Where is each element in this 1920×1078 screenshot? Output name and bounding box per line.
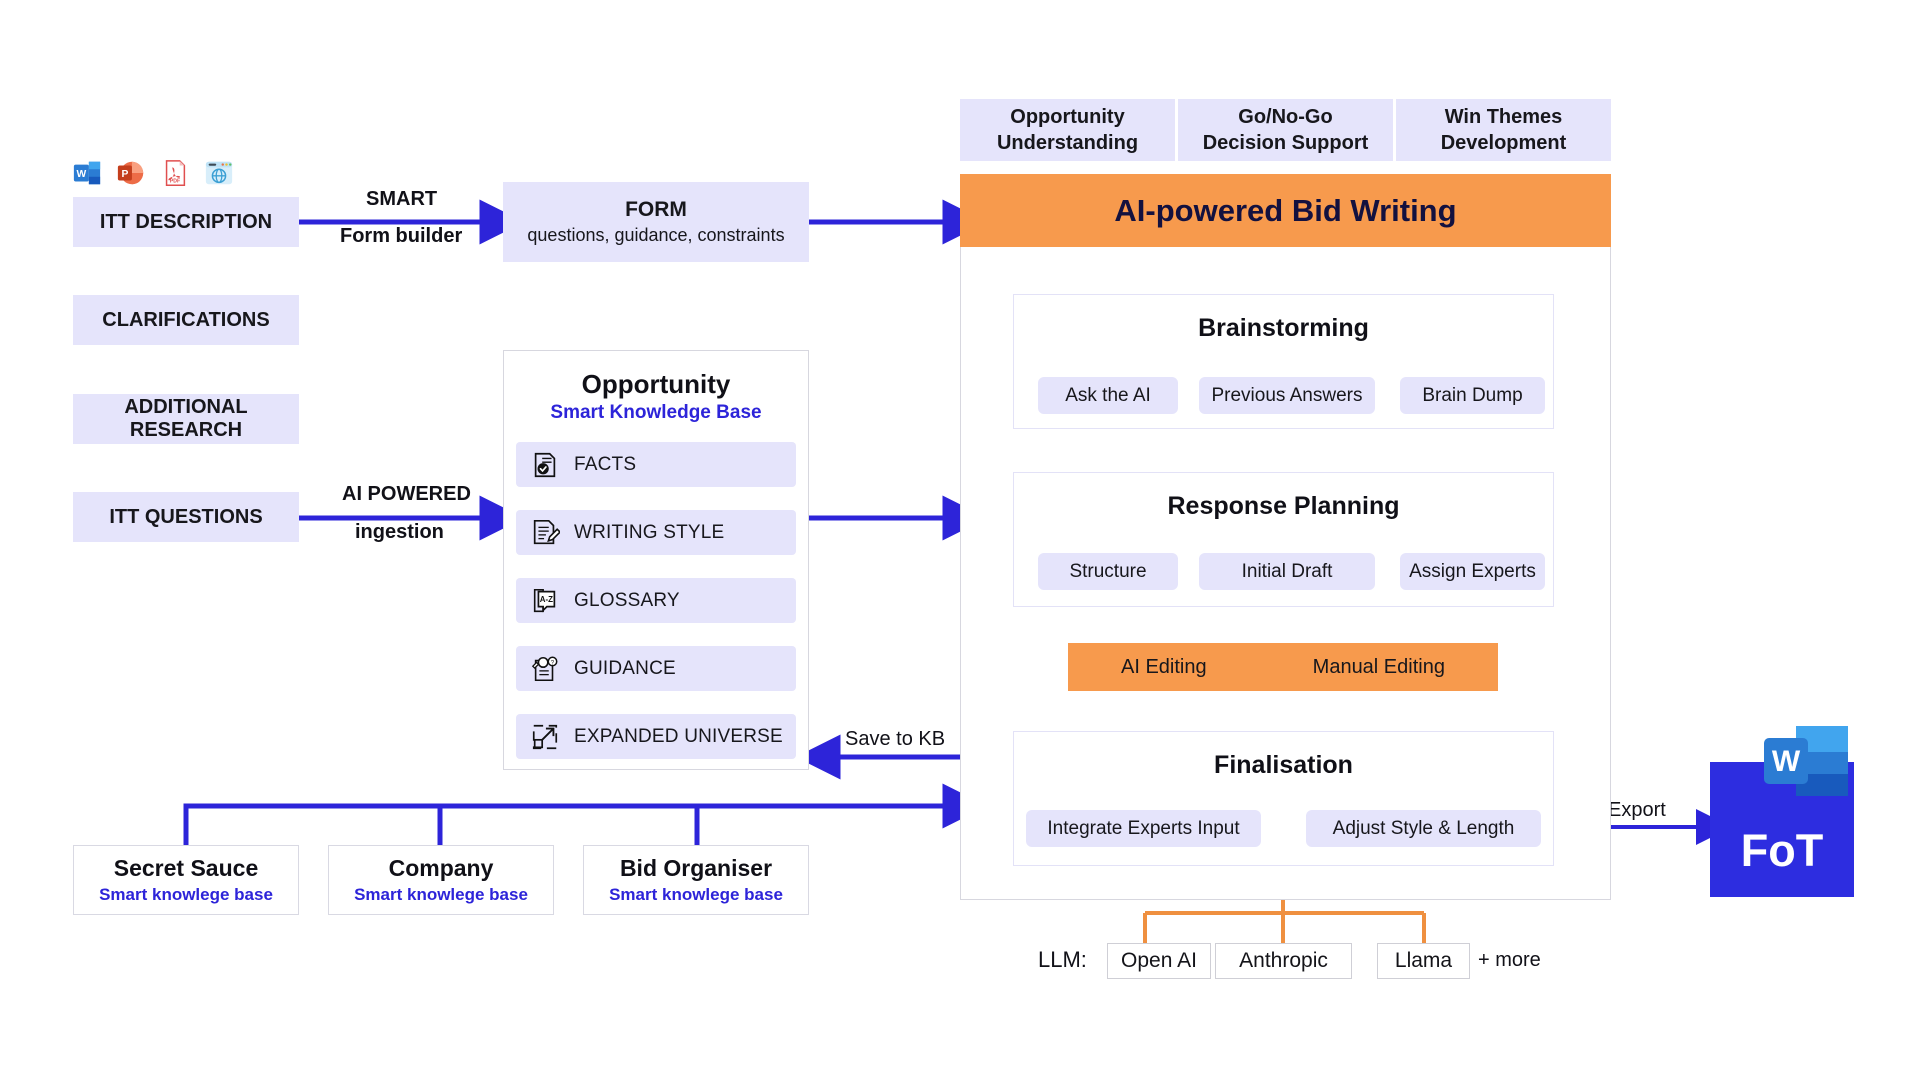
ai-powered-label: AI POWERED (342, 483, 471, 505)
opportunity-knowledge-base-panel: Opportunity Smart Knowledge Base (503, 350, 809, 770)
form-builder-label: Form builder (340, 225, 463, 247)
source-label: ITT QUESTIONS (109, 505, 263, 528)
powerpoint-icon: P (117, 161, 144, 185)
kb-row-facts[interactable]: FACTS (516, 442, 796, 487)
fot-label: FoT (1740, 825, 1824, 876)
bottom-kb-secret-sauce[interactable]: Secret Sauce Smart knowlege base (73, 845, 299, 915)
word-badge-icon: W (1764, 726, 1848, 796)
pill-label: Brain Dump (1422, 384, 1523, 406)
source-label: CLARIFICATIONS (102, 308, 270, 331)
tab-line-1: Opportunity (1010, 106, 1125, 128)
brainstorming-pill-previous-answers[interactable]: Previous Answers (1199, 377, 1375, 414)
source-file-icons: W P PDF (72, 158, 234, 188)
kb-row-writing-style[interactable]: WRITING STYLE (516, 510, 796, 555)
kb-row-label: WRITING STYLE (574, 521, 725, 543)
bottom-kb-subtitle: Smart knowlege base (354, 885, 528, 904)
svg-text:W: W (77, 169, 87, 180)
llm-option-label: Llama (1394, 949, 1453, 972)
response-planning-pill-initial-draft[interactable]: Initial Draft (1199, 553, 1375, 590)
tab-line-2: Development (1440, 132, 1567, 154)
kb-row-expanded-universe[interactable]: EXPANDED UNIVERSE (516, 714, 796, 759)
llm-option-open-ai[interactable]: Open AI (1107, 943, 1211, 979)
response-planning-pill-structure[interactable]: Structure (1038, 553, 1178, 590)
tab-go-no-go-decision-support[interactable]: Go/No-Go Decision Support (1178, 99, 1393, 161)
kb-row-label: EXPANDED UNIVERSE (574, 725, 783, 747)
bottom-kb-subtitle: Smart knowlege base (99, 885, 273, 904)
manual-editing-label[interactable]: Manual Editing (1312, 655, 1445, 678)
bottom-kb-subtitle: Smart knowlege base (609, 885, 783, 904)
tab-line-2: Understanding (996, 132, 1139, 154)
source-additional-research[interactable]: ADDITIONAL RESEARCH (73, 394, 299, 444)
glossary-az-book-icon: A-Z (533, 588, 556, 612)
pill-label: Previous Answers (1211, 384, 1363, 406)
smart-label-top: SMART (366, 188, 438, 210)
save-to-kb-label: Save to KB (845, 728, 946, 750)
kb-row-label: GLOSSARY (574, 589, 680, 611)
brainstorming-pill-ask-the-ai[interactable]: Ask the AI (1038, 377, 1178, 414)
word-icon: W (73, 161, 101, 185)
tab-opportunity-understanding[interactable]: Opportunity Understanding (960, 99, 1175, 161)
pill-label: Structure (1069, 560, 1147, 582)
form-subtitle: questions, guidance, constraints (527, 225, 785, 245)
ai-bid-writing-header: AI-powered Bid Writing (960, 174, 1611, 247)
form-title: FORM (625, 198, 687, 221)
tab-line-1: Go/No-Go (1238, 106, 1333, 128)
llm-option-anthropic[interactable]: Anthropic (1215, 943, 1352, 979)
llm-option-label: Open AI (1121, 949, 1197, 972)
pill-label: Assign Experts (1409, 560, 1536, 582)
tab-line-1: Win Themes (1444, 106, 1563, 128)
pill-label: Ask the AI (1065, 384, 1151, 406)
finalisation-pill-integrate-experts-input[interactable]: Integrate Experts Input (1026, 810, 1261, 847)
source-clarifications[interactable]: CLARIFICATIONS (73, 295, 299, 345)
pill-label: Initial Draft (1241, 560, 1333, 582)
svg-text:W: W (1772, 745, 1801, 778)
web-icon (205, 161, 233, 185)
source-itt-questions[interactable]: ITT QUESTIONS (73, 492, 299, 542)
kb-title: Opportunity (581, 369, 731, 399)
bottom-kb-company[interactable]: Company Smart knowlege base (328, 845, 554, 915)
kb-row-label: FACTS (574, 453, 637, 475)
pill-label: Adjust Style & Length (1332, 817, 1515, 839)
form-box[interactable]: FORM questions, guidance, constraints (503, 182, 809, 262)
llm-label: LLM: (1038, 947, 1087, 972)
svg-text:PDF: PDF (170, 178, 180, 184)
ai-editing-label[interactable]: AI Editing (1121, 655, 1207, 678)
facts-document-check-icon (534, 452, 556, 477)
expand-arrow-icon (532, 724, 558, 749)
tab-line-2: Decision Support (1202, 132, 1369, 154)
svg-text:P: P (121, 169, 128, 180)
response-planning-title: Response Planning (1167, 492, 1400, 520)
pdf-icon: PDF (165, 160, 186, 186)
brainstorming-pill-brain-dump[interactable]: Brain Dump (1400, 377, 1545, 414)
response-planning-pill-assign-experts[interactable]: Assign Experts (1400, 553, 1545, 590)
panel-title: AI-powered Bid Writing (1114, 192, 1457, 228)
llm-option-llama[interactable]: Llama (1377, 943, 1470, 979)
ingestion-label: ingestion (355, 521, 444, 543)
llm-more-label: + more (1478, 949, 1541, 971)
source-itt-description[interactable]: ITT DESCRIPTION (73, 197, 299, 247)
kb-row-label: GUIDANCE (574, 657, 676, 679)
guidance-lightbulb-icon: ? (531, 656, 558, 681)
bottom-kb-bid-organiser[interactable]: Bid Organiser Smart knowlege base (583, 845, 809, 915)
bottom-kb-title: Company (388, 855, 494, 881)
kb-row-glossary[interactable]: A-Z GLOSSARY (516, 578, 796, 623)
finalisation-title: Finalisation (1214, 751, 1353, 779)
writing-style-pencil-icon (533, 519, 560, 544)
bottom-kb-title: Secret Sauce (113, 855, 259, 881)
tab-win-themes-development[interactable]: Win Themes Development (1396, 99, 1611, 161)
llm-option-label: Anthropic (1239, 949, 1328, 972)
bottom-kb-title: Bid Organiser (619, 855, 773, 881)
source-label: ADDITIONAL RESEARCH (124, 396, 248, 441)
pill-label: Integrate Experts Input (1047, 817, 1240, 839)
editing-bar: AI Editing Manual Editing (1068, 643, 1498, 691)
kb-row-guidance[interactable]: ? GUIDANCE (516, 646, 796, 691)
brainstorming-title: Brainstorming (1198, 314, 1369, 342)
finalisation-pill-adjust-style-length[interactable]: Adjust Style & Length (1306, 810, 1541, 847)
svg-text:A-Z: A-Z (540, 594, 553, 603)
source-label: ITT DESCRIPTION (99, 210, 273, 233)
export-label: Export (1608, 799, 1666, 821)
kb-subtitle: Smart Knowledge Base (550, 402, 762, 423)
svg-text:?: ? (551, 659, 555, 666)
